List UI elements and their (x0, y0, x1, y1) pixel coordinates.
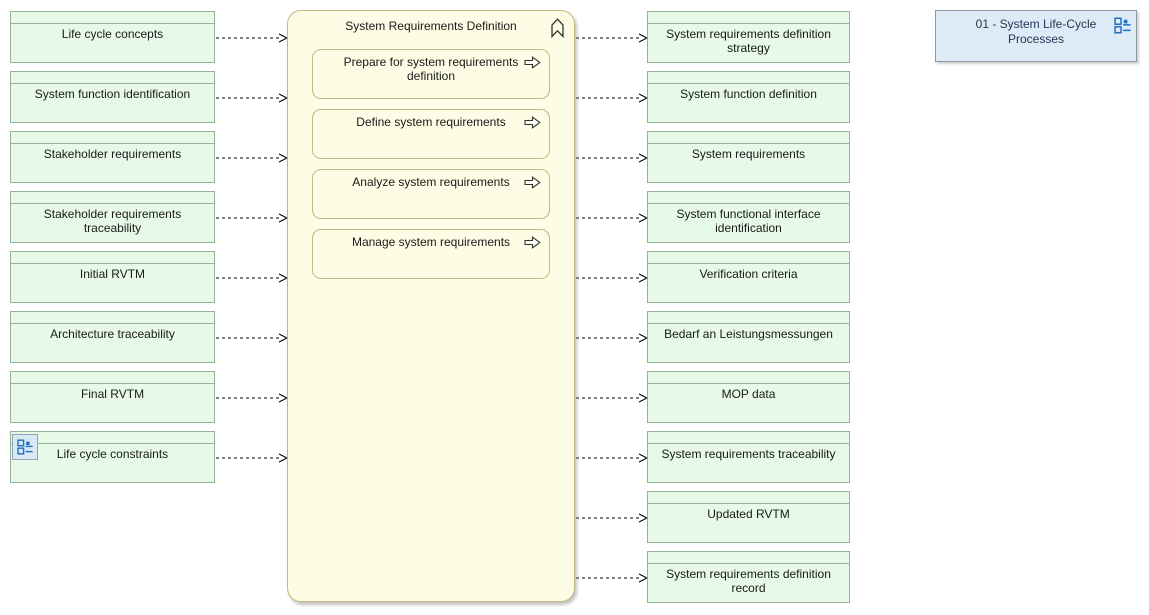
composite-diagram-badge[interactable] (12, 434, 38, 460)
object-header-strip (11, 312, 214, 324)
dataflow-connector[interactable] (216, 213, 289, 223)
object-label: Final RVTM (80, 387, 145, 401)
object-header-strip (11, 192, 214, 204)
object-header-strip (11, 372, 214, 384)
object-label: System functional interface identificati… (676, 207, 821, 235)
dataflow-connector[interactable] (216, 393, 289, 403)
object-label: Updated RVTM (707, 507, 790, 521)
composite-diagram-icon (1114, 17, 1131, 34)
composite-diagram-icon (17, 439, 33, 455)
output-object-system-requirements-definition-record[interactable]: System requirements definition record (647, 551, 850, 603)
dataflow-connector[interactable] (576, 393, 649, 403)
input-object-initial-rvtm[interactable]: Initial RVTM (10, 251, 215, 303)
activity-label: Analyze system requirements (352, 175, 510, 189)
object-header-strip (648, 132, 849, 144)
dataflow-connector[interactable] (216, 333, 289, 343)
input-object-final-rvtm[interactable]: Final RVTM (10, 371, 215, 423)
object-header-strip (648, 432, 849, 444)
object-label: Life cycle concepts (61, 27, 164, 41)
object-header-strip (11, 12, 214, 24)
output-object-system-requirements-definition-strategy[interactable]: System requirements definition strategy (647, 11, 850, 63)
object-label: Life cycle constraints (56, 447, 169, 461)
object-label: Stakeholder requirements traceability (43, 207, 182, 235)
output-object-mop-data[interactable]: MOP data (647, 371, 850, 423)
input-object-architecture-traceability[interactable]: Architecture traceability (10, 311, 215, 363)
input-object-life-cycle-constraints[interactable]: Life cycle constraints (10, 431, 215, 483)
process-title: System Requirements Definition (345, 19, 517, 33)
object-header-strip (648, 552, 849, 564)
output-object-system-requirements[interactable]: System requirements (647, 131, 850, 183)
dataflow-connector[interactable] (576, 513, 649, 523)
object-header-strip (11, 132, 214, 144)
activity-analyze-system-requirements[interactable]: Analyze system requirements (312, 169, 550, 219)
input-object-system-function-identification[interactable]: System function identification (10, 71, 215, 123)
output-object-system-function-definition[interactable]: System function definition (647, 71, 850, 123)
activity-label: Prepare for system requirements definiti… (343, 55, 519, 83)
activity-define-system-requirements[interactable]: Define system requirements (312, 109, 550, 159)
object-header-strip (648, 192, 849, 204)
object-header-strip (11, 432, 214, 444)
activity-label: Define system requirements (356, 115, 506, 129)
object-header-strip (648, 312, 849, 324)
dataflow-connector[interactable] (216, 453, 289, 463)
input-object-stakeholder-requirements[interactable]: Stakeholder requirements (10, 131, 215, 183)
object-label: Architecture traceability (50, 327, 175, 341)
object-label: MOP data (721, 387, 776, 401)
activity-label: Manage system requirements (351, 235, 511, 249)
dataflow-connector[interactable] (576, 573, 649, 583)
object-label: Verification criteria (699, 267, 798, 281)
object-label: Stakeholder requirements (43, 147, 182, 161)
object-label: System requirements definition record (666, 567, 831, 595)
output-object-verification-criteria[interactable]: Verification criteria (647, 251, 850, 303)
input-object-life-cycle-concepts[interactable]: Life cycle concepts (10, 11, 215, 63)
activity-arrow-icon (524, 116, 541, 129)
dataflow-connector[interactable] (216, 93, 289, 103)
activity-arrow-icon (524, 176, 541, 189)
dataflow-connector[interactable] (576, 33, 649, 43)
object-header-strip (648, 492, 849, 504)
package-system-life-cycle-processes[interactable]: 01 - System Life-Cycle Processes (935, 10, 1137, 62)
activity-manage-system-requirements[interactable]: Manage system requirements (312, 229, 550, 279)
dataflow-connector[interactable] (576, 153, 649, 163)
dataflow-connector[interactable] (216, 33, 289, 43)
object-label: System function definition (680, 87, 817, 101)
activity-arrow-icon (524, 56, 541, 69)
dataflow-connector[interactable] (216, 273, 289, 283)
process-chevron-icon (551, 18, 564, 38)
dataflow-connector[interactable] (576, 333, 649, 343)
output-object-system-functional-interface-identification[interactable]: System functional interface identificati… (647, 191, 850, 243)
package-label: 01 - System Life-Cycle Processes (975, 17, 1097, 46)
object-label: System requirements (691, 147, 806, 161)
object-header-strip (648, 12, 849, 24)
activity-prepare-for-system-requirements-definition[interactable]: Prepare for system requirements definiti… (312, 49, 550, 99)
output-object-bedarf-an-leistungsmessungen[interactable]: Bedarf an Leistungsmessungen (647, 311, 850, 363)
object-header-strip (648, 372, 849, 384)
process-system-requirements-definition[interactable]: System Requirements Definition Prepare f… (287, 10, 575, 602)
object-label: Bedarf an Leistungsmessungen (664, 327, 833, 341)
dataflow-connector[interactable] (576, 273, 649, 283)
dataflow-connector[interactable] (576, 213, 649, 223)
input-object-stakeholder-requirements-traceability[interactable]: Stakeholder requirements traceability (10, 191, 215, 243)
output-object-updated-rvtm[interactable]: Updated RVTM (647, 491, 850, 543)
object-header-strip (648, 252, 849, 264)
object-header-strip (11, 72, 214, 84)
output-object-system-requirements-traceability[interactable]: System requirements traceability (647, 431, 850, 483)
object-header-strip (648, 72, 849, 84)
object-header-strip (11, 252, 214, 264)
dataflow-connector[interactable] (576, 93, 649, 103)
object-label: System function identification (34, 87, 191, 101)
object-label: System requirements traceability (661, 447, 836, 461)
object-label: System requirements definition strategy (666, 27, 831, 55)
activity-arrow-icon (524, 236, 541, 249)
dataflow-connector[interactable] (576, 453, 649, 463)
dataflow-connector[interactable] (216, 153, 289, 163)
object-label: Initial RVTM (79, 267, 146, 281)
